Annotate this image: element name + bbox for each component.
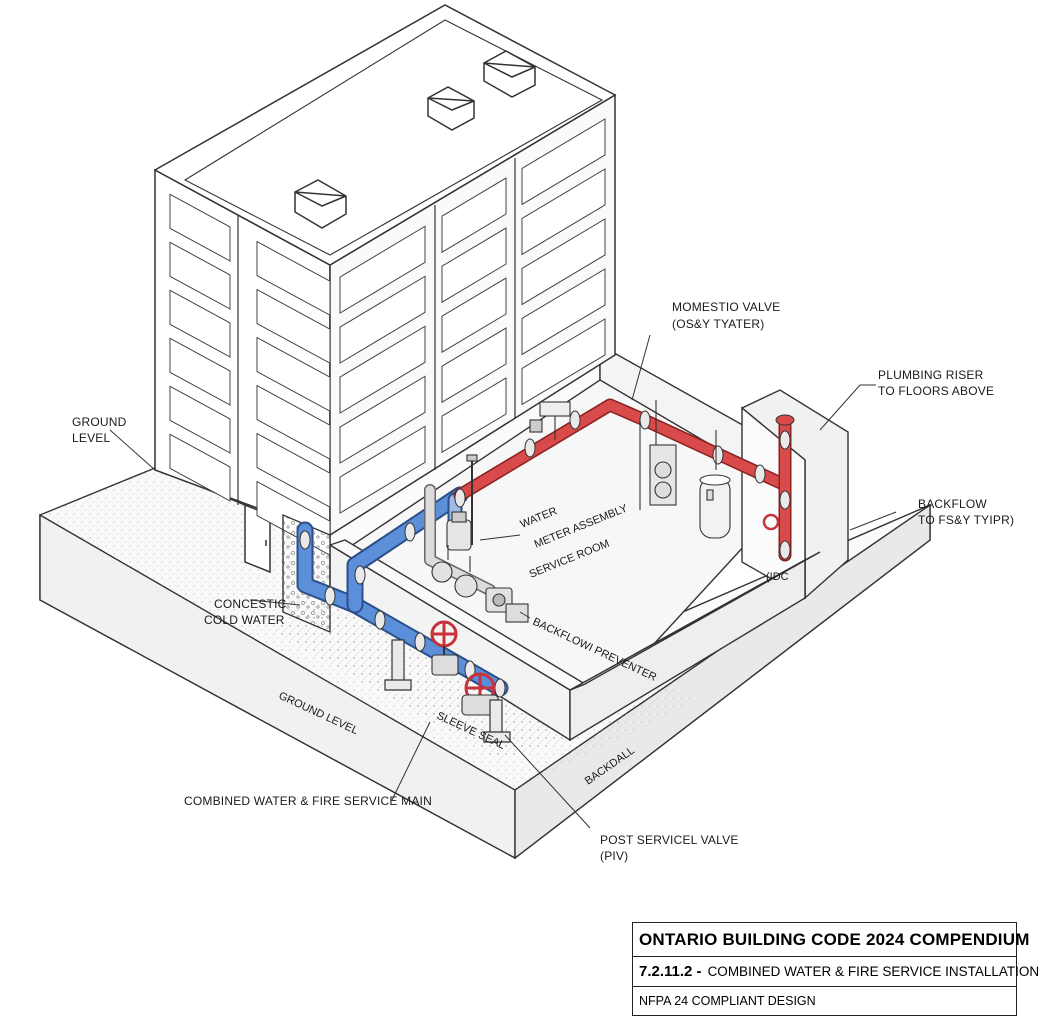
window (521, 218, 606, 306)
window (339, 425, 426, 514)
label-ground-level: GROUND (72, 415, 127, 429)
label-backflow: BACKFLOW (918, 497, 987, 511)
window (521, 168, 606, 256)
water-meter-assembly (446, 454, 478, 551)
domestic-water-heater (699, 474, 731, 539)
window (441, 377, 507, 454)
pipe-flange (374, 610, 386, 630)
window (441, 227, 507, 304)
window (339, 225, 426, 314)
window (169, 241, 231, 310)
leader-lines (109, 334, 897, 829)
title-block-section-row: 7.2.11.2 - COMBINED WATER & FIRE SERVICE… (633, 957, 1039, 987)
window (169, 337, 231, 406)
label-piv-sub: (PIV) (600, 849, 628, 863)
pipe-flange (494, 678, 506, 698)
window (169, 289, 231, 358)
pipe-flange (524, 438, 536, 458)
title-block-title: ONTARIO BUILDING CODE 2024 COMPENDIUM (633, 923, 1029, 957)
title-block-section-number: 7.2.11.2 - (639, 963, 702, 980)
service-room (270, 343, 849, 760)
window (256, 240, 331, 317)
pipe-flange (779, 490, 791, 510)
window (441, 327, 507, 404)
pipe-flange (454, 488, 466, 508)
pipe-flanges (299, 410, 791, 698)
pipe-flange (754, 464, 766, 484)
plumbing-riser-cap (775, 414, 795, 426)
label-ground-level-sub: LEVEL (72, 431, 110, 445)
label-plumbing-riser-sub: TO FLOORS ABOVE (878, 384, 994, 398)
window (339, 325, 426, 414)
pipe-flange (299, 530, 311, 550)
title-block-section-text: COMBINED WATER & FIRE SERVICE INSTALLATI… (707, 964, 1039, 979)
window (169, 385, 231, 454)
label-combined-main: COMBINED WATER & FIRE SERVICE MAIN (184, 794, 432, 808)
title-block-note: NFPA 24 COMPLIANT DESIGN (639, 994, 816, 1008)
label-idc: (IDC (766, 571, 789, 583)
pipe-flange (639, 410, 651, 430)
window (521, 318, 606, 406)
windows-right-face (339, 118, 606, 514)
pipe-flange (712, 445, 724, 465)
label-concrete: CONCESTIC (214, 597, 287, 611)
pipe-flange (569, 410, 581, 430)
window (256, 432, 331, 509)
label-plumbing-riser: PLUMBING RISER (878, 368, 984, 382)
window (441, 177, 507, 254)
backflow-preventer-assembly (431, 545, 529, 623)
label-domestic-valve-sub: (OS&Y TYATER) (672, 317, 764, 331)
pipe-flange (324, 586, 336, 606)
window (521, 118, 606, 206)
window (339, 275, 426, 364)
window (169, 193, 231, 262)
title-block: ONTARIO BUILDING CODE 2024 COMPENDIUM 7.… (632, 922, 1039, 1016)
pipe-flange (404, 522, 416, 542)
window (256, 288, 331, 365)
label-domestic-valve: MOMESTIO VALVE (672, 300, 780, 314)
window (256, 336, 331, 413)
pipe-flange (779, 540, 791, 560)
pipe-flange (414, 632, 426, 652)
pipe-supports (384, 639, 511, 743)
domestic-valve-cluster (529, 400, 717, 510)
window (521, 268, 606, 356)
pipe-flange (354, 565, 366, 585)
pipe-flange (779, 430, 791, 450)
window (339, 375, 426, 464)
valve-stems (431, 646, 499, 716)
window (441, 277, 507, 354)
window (256, 384, 331, 461)
label-backflow-sub: TO FS&Y TYIPR) (918, 513, 1014, 527)
label-piv: POST SERVICEL VALVE (600, 833, 739, 847)
window (169, 433, 231, 502)
label-concrete-sub: COLD WATER (204, 613, 285, 627)
